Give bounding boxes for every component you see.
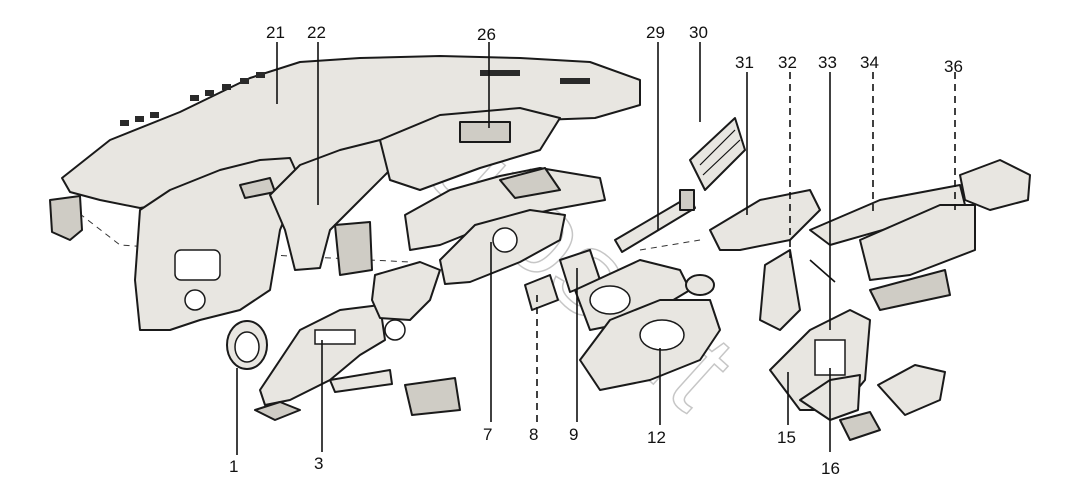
callout-21: 21 bbox=[266, 23, 285, 42]
callout-3: 3 bbox=[314, 454, 323, 473]
callout-1: 1 bbox=[229, 457, 238, 476]
part-12-cluster-housing bbox=[579, 299, 721, 391]
part-29-rail bbox=[614, 189, 696, 253]
leader-lines bbox=[236, 42, 956, 455]
part-30-vent-grille bbox=[689, 117, 746, 191]
part-31-32-right-frame bbox=[709, 189, 821, 331]
callout-36: 36 bbox=[944, 57, 963, 76]
part-3-lower-left-panel bbox=[254, 304, 393, 421]
callout-labels: 1 3 7 8 9 12 15 16 21 22 26 29 30 31 32 … bbox=[229, 23, 963, 478]
part-center-ducts bbox=[404, 167, 606, 251]
part-knob bbox=[685, 274, 715, 296]
callout-16: 16 bbox=[821, 459, 840, 478]
callout-33: 33 bbox=[818, 53, 837, 72]
callout-9: 9 bbox=[569, 425, 578, 444]
callout-12: 12 bbox=[647, 428, 666, 447]
callout-30: 30 bbox=[689, 23, 708, 42]
callout-26: 26 bbox=[477, 25, 496, 44]
callout-8: 8 bbox=[529, 425, 538, 444]
callout-22: 22 bbox=[307, 23, 326, 42]
part-36-right-end-panel bbox=[859, 159, 1031, 311]
part-1-round-vent bbox=[226, 320, 268, 370]
part-21-dash-top-pad bbox=[49, 55, 641, 241]
part-hvac-module bbox=[839, 364, 946, 441]
callout-31: 31 bbox=[735, 53, 754, 72]
part-9-cluster-bracket bbox=[574, 259, 691, 331]
callout-34: 34 bbox=[860, 53, 879, 72]
part-8-switch-bezel bbox=[524, 249, 601, 311]
part-22-center-support bbox=[269, 139, 391, 276]
callout-15: 15 bbox=[777, 428, 796, 447]
part-switch-bracket bbox=[371, 261, 461, 416]
callout-32: 32 bbox=[778, 53, 797, 72]
part-26-upper-duct bbox=[379, 107, 561, 191]
callout-7: 7 bbox=[483, 425, 492, 444]
callout-29: 29 bbox=[646, 23, 665, 42]
vent-slots bbox=[120, 70, 590, 126]
part-7-instrument-hood bbox=[439, 209, 566, 285]
